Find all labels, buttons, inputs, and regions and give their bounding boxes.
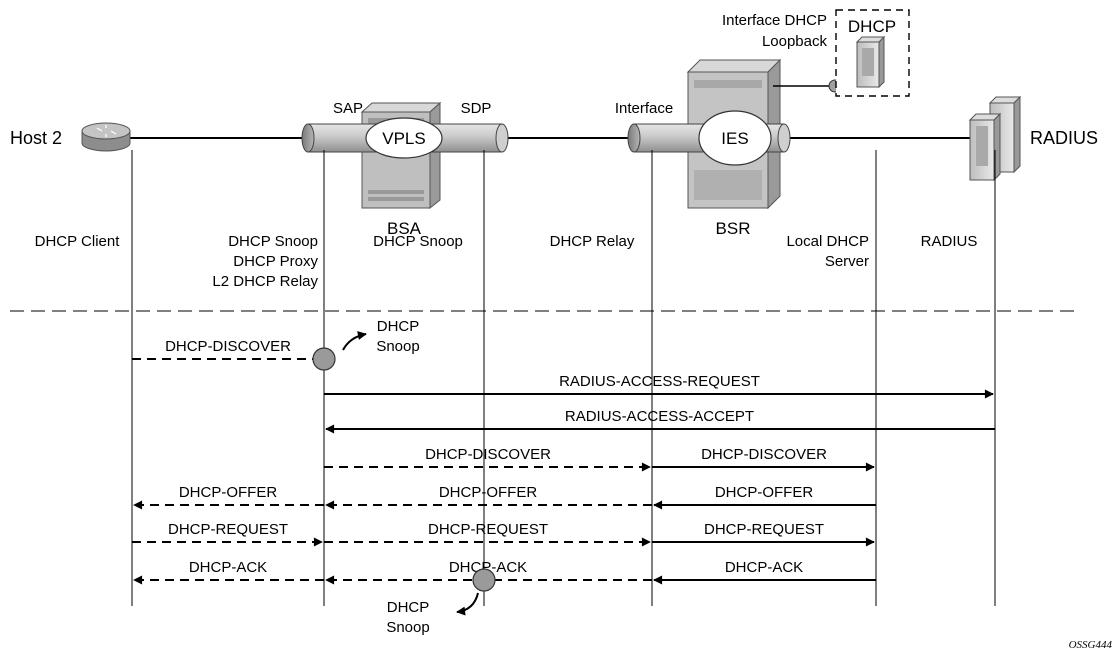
message-label: DHCP-OFFER bbox=[439, 484, 537, 501]
interface-label: Interface bbox=[615, 100, 673, 117]
figure-caption: OSSG444 bbox=[1069, 639, 1113, 651]
message-label: DHCP-OFFER bbox=[715, 484, 813, 501]
dhcp-box-label: DHCP bbox=[848, 17, 896, 36]
message-2: RADIUS-ACCESS-REQUEST bbox=[324, 373, 993, 394]
sap-label: SAP bbox=[333, 100, 363, 117]
lane-label-bsa-sap: L2 DHCP Relay bbox=[212, 273, 318, 290]
radius-label: RADIUS bbox=[1030, 128, 1098, 148]
message-12: DHCP-ACK bbox=[134, 559, 324, 580]
snoop-point-bsa-sap: DHCP Snoop bbox=[313, 318, 420, 370]
snoop-note-label: DHCP bbox=[377, 318, 420, 335]
host-label: Host 2 bbox=[10, 128, 62, 148]
message-6: DHCP-OFFER bbox=[134, 484, 324, 505]
message-4: DHCP-DISCOVER bbox=[324, 446, 650, 467]
lane-label-bsa-sap: DHCP Snoop bbox=[228, 233, 318, 250]
message-5: DHCP-DISCOVER bbox=[652, 446, 874, 467]
message-7: DHCP-OFFER bbox=[326, 484, 652, 505]
snoop-curve-arrow bbox=[343, 334, 366, 350]
dhcp-server-icon bbox=[857, 37, 884, 87]
loopback-label: Loopback bbox=[762, 33, 828, 50]
message-3: RADIUS-ACCESS-ACCEPT bbox=[326, 408, 995, 429]
lane-label-relay: DHCP Relay bbox=[550, 233, 635, 250]
message-9: DHCP-REQUEST bbox=[132, 521, 322, 542]
message-10: DHCP-REQUEST bbox=[324, 521, 650, 542]
snoop-note-label: Snoop bbox=[386, 619, 429, 636]
message-14: DHCP-ACK bbox=[654, 559, 876, 580]
message-label: DHCP-OFFER bbox=[179, 484, 277, 501]
message-label: DHCP-ACK bbox=[189, 559, 267, 576]
snoop-note-label: Snoop bbox=[376, 338, 419, 355]
message-label: RADIUS-ACCESS-ACCEPT bbox=[565, 408, 754, 425]
message-label: DHCP-REQUEST bbox=[704, 521, 824, 538]
lane-label-bsa-sap: DHCP Proxy bbox=[233, 253, 318, 270]
message-1: DHCP-DISCOVER bbox=[132, 338, 322, 359]
message-label: DHCP-DISCOVER bbox=[165, 338, 291, 355]
message-label: DHCP-DISCOVER bbox=[701, 446, 827, 463]
bsr-label: BSR bbox=[716, 219, 751, 238]
snoop-curve-arrow bbox=[457, 593, 478, 612]
lane-label-server: Server bbox=[825, 253, 869, 270]
message-label: DHCP-REQUEST bbox=[168, 521, 288, 538]
snoop-marker-icon bbox=[313, 348, 335, 370]
message-label: DHCP-DISCOVER bbox=[425, 446, 551, 463]
message-label: DHCP-REQUEST bbox=[428, 521, 548, 538]
message-label: DHCP-ACK bbox=[725, 559, 803, 576]
message-8: DHCP-OFFER bbox=[654, 484, 876, 505]
vpls-label: VPLS bbox=[382, 129, 425, 148]
lane-label-server: Local DHCP bbox=[786, 233, 869, 250]
sdp-label: SDP bbox=[461, 100, 492, 117]
ies-label: IES bbox=[721, 129, 748, 148]
message-label: RADIUS-ACCESS-REQUEST bbox=[559, 373, 760, 390]
snoop-note-label: DHCP bbox=[387, 599, 430, 616]
snoop-marker-icon bbox=[473, 569, 495, 591]
lane-label-radius: RADIUS bbox=[921, 233, 978, 250]
interface-dhcp-label: Interface DHCP bbox=[722, 12, 827, 29]
message-11: DHCP-REQUEST bbox=[652, 521, 874, 542]
lane-label-bsa-sdp: DHCP Snoop bbox=[373, 233, 463, 250]
lane-label-client: DHCP Client bbox=[35, 233, 121, 250]
router-icon bbox=[82, 123, 130, 151]
